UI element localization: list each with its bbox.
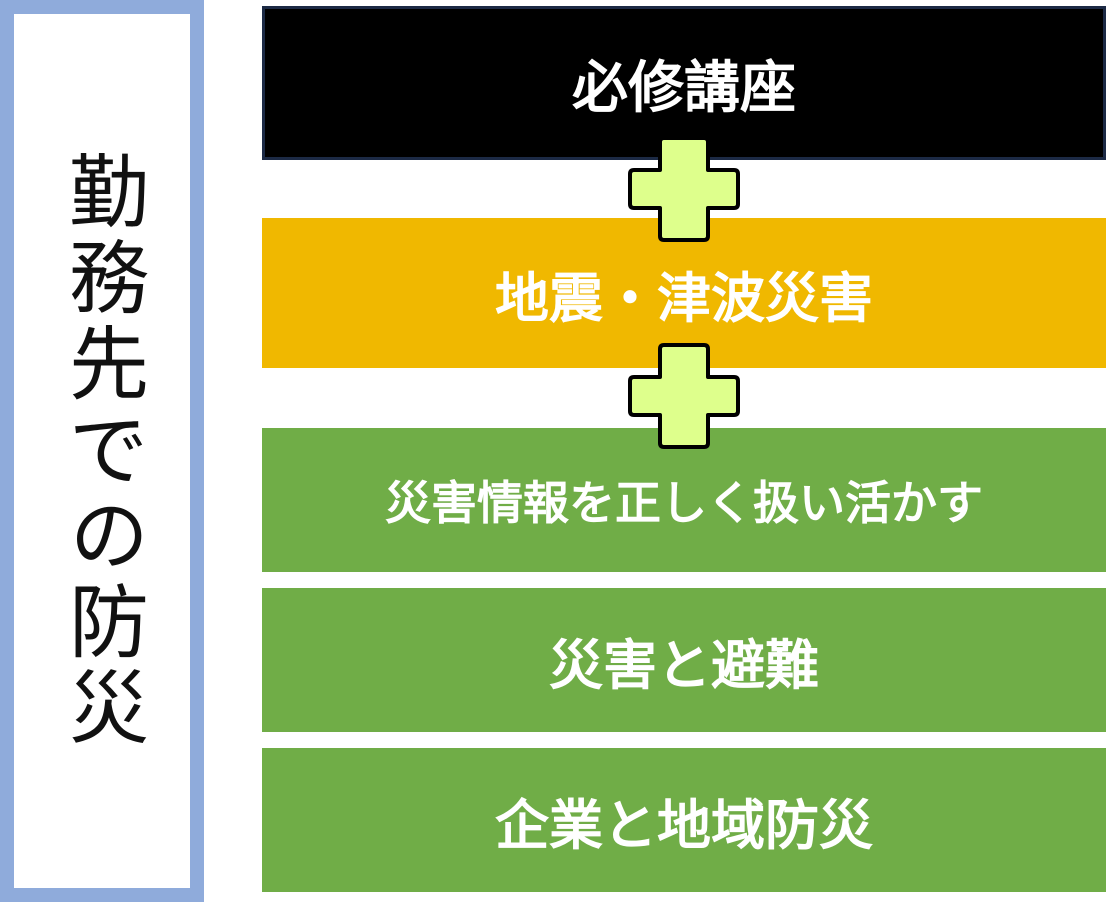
core-course-block: 必修講座 — [262, 6, 1106, 160]
plus-icon — [628, 136, 740, 242]
disaster-info-label: 災害情報を正しく扱い活かす — [385, 476, 983, 530]
sidebar-panel: 勤務先での防災 — [0, 0, 204, 902]
plus-icon — [628, 343, 740, 449]
disaster-info-block: 災害情報を正しく扱い活かす — [262, 428, 1106, 572]
earthquake-tsunami-label: 地震・津波災害 — [495, 266, 873, 330]
sidebar-title: 勤務先での防災 — [56, 150, 149, 752]
disaster-evacuation-block: 災害と避難 — [262, 588, 1106, 732]
core-course-label: 必修講座 — [572, 55, 796, 121]
corporate-community-block: 企業と地域防災 — [262, 748, 1106, 892]
disaster-evacuation-label: 災害と避難 — [549, 633, 819, 697]
corporate-community-label: 企業と地域防災 — [495, 793, 873, 857]
